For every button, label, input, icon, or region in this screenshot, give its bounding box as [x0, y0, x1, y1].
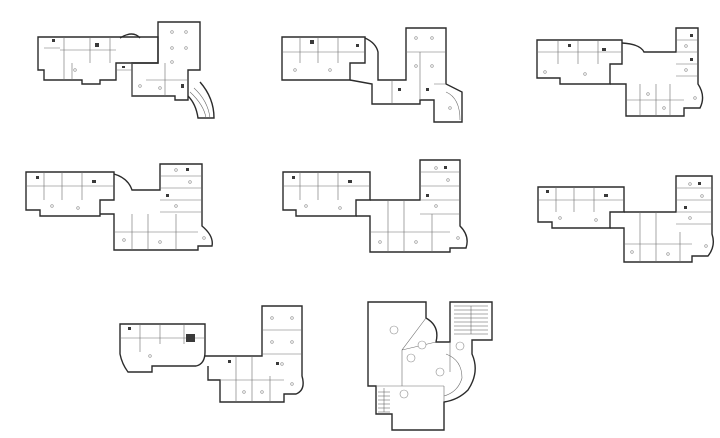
floor-plan-8-detail — [367, 301, 493, 431]
floor-plan-7 — [119, 305, 304, 403]
floor-plan-2 — [281, 27, 463, 123]
floor-plan-1 — [37, 21, 215, 119]
floor-plan-4 — [25, 163, 213, 251]
floor-plan-6 — [537, 175, 715, 263]
floor-plan-3 — [536, 27, 704, 117]
floor-plan-5 — [282, 159, 468, 253]
